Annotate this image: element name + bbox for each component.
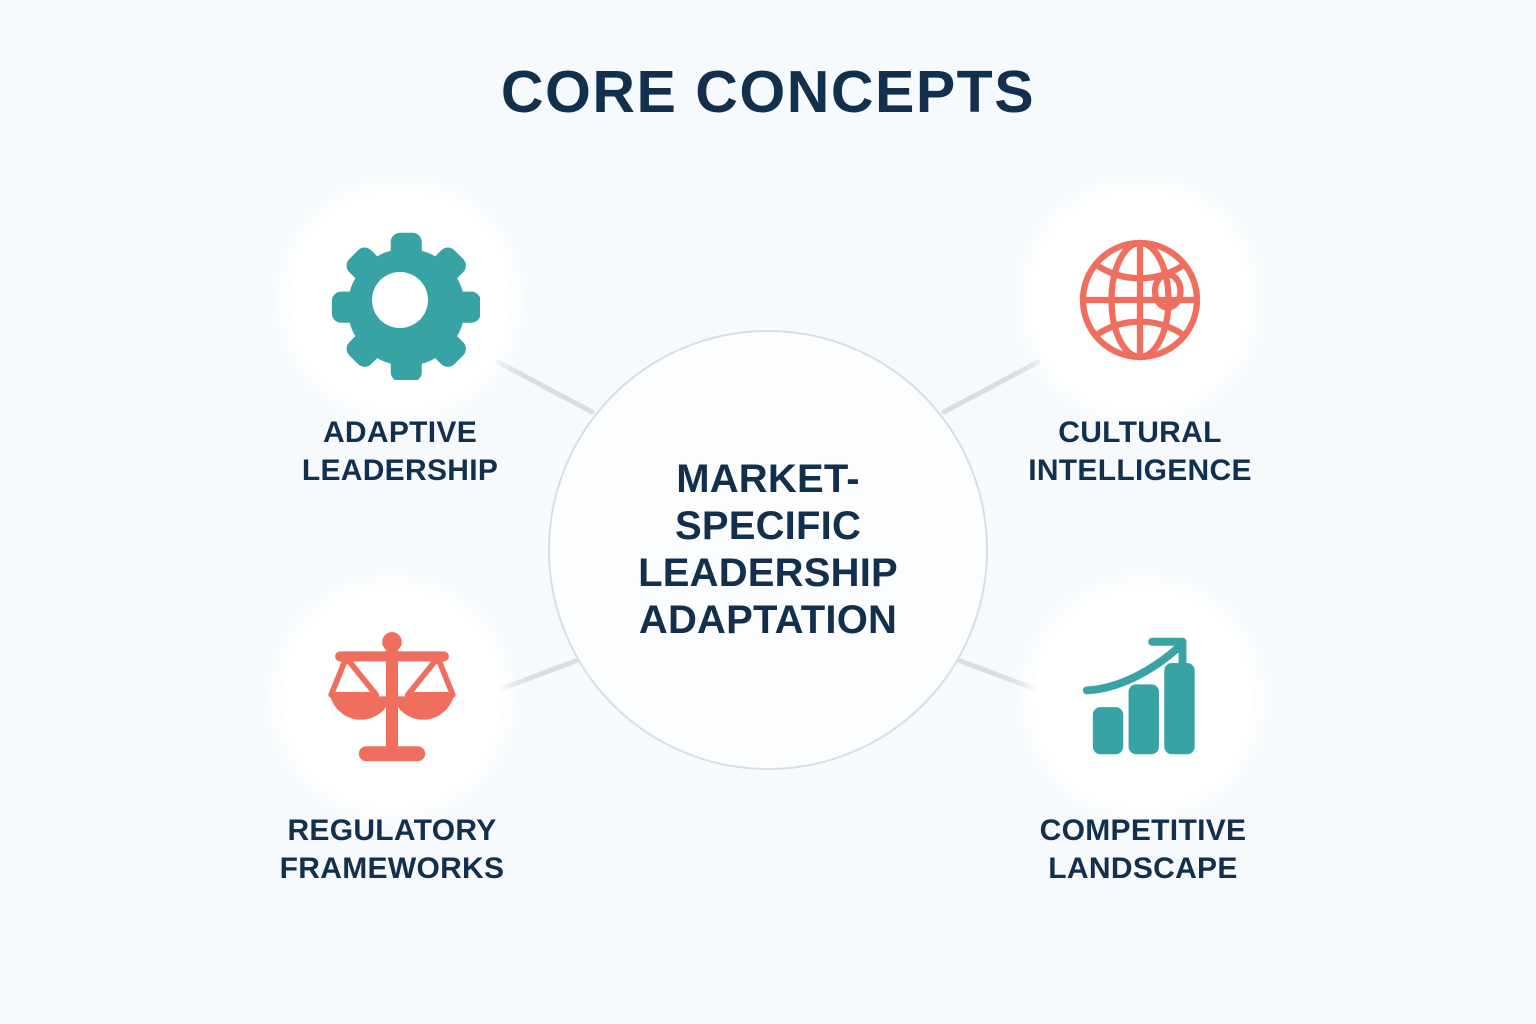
- node-icon-circle: [284, 590, 500, 806]
- node-competitive-landscape[interactable]: COMPETITIVE LANDSCAPE: [993, 590, 1293, 889]
- gear-icon: [331, 232, 480, 380]
- node-label: CULTURAL INTELLIGENCE: [1028, 416, 1252, 488]
- central-hub: MARKET- SPECIFIC LEADERSHIP ADAPTATION: [548, 330, 988, 770]
- node-cultural-intelligence[interactable]: CULTURAL INTELLIGENCE: [990, 192, 1290, 491]
- node-regulatory-frameworks[interactable]: REGULATORY FRAMEWORKS: [242, 590, 542, 889]
- scales-of-justice-icon: [328, 632, 456, 762]
- node-icon-circle: [1035, 590, 1251, 806]
- node-label: REGULATORY FRAMEWORKS: [279, 814, 505, 886]
- globe-icon: [1079, 239, 1201, 361]
- node-icon-circle: [1032, 192, 1248, 408]
- bar-chart-growth-icon: [1082, 637, 1195, 755]
- hub-label: MARKET- SPECIFIC LEADERSHIP ADAPTATION: [638, 456, 898, 643]
- page-title: CORE CONCEPTS: [500, 59, 1036, 125]
- node-icon-circle: [292, 192, 508, 408]
- node-adaptive-leadership[interactable]: ADAPTIVE LEADERSHIP: [250, 192, 550, 491]
- node-label: ADAPTIVE LEADERSHIP: [301, 416, 499, 488]
- node-label: COMPETITIVE LANDSCAPE: [1039, 814, 1247, 886]
